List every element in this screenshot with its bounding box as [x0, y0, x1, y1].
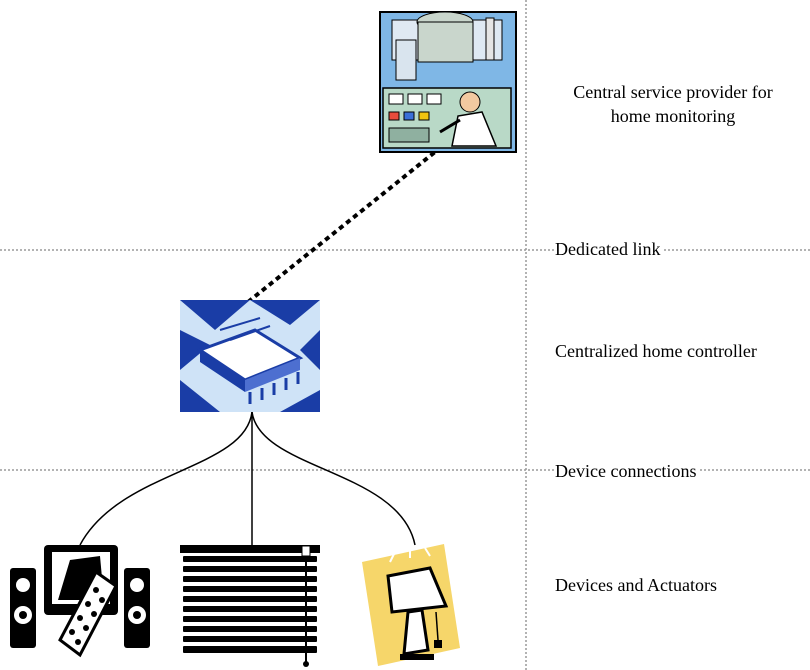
table-lamp-icon [362, 544, 460, 666]
layer-label-controller-text: Centralized home controller [555, 341, 757, 361]
tv-remote-speakers-icon [10, 545, 150, 658]
layer-label-controller: Centralized home controller [555, 339, 757, 363]
layer-label-provider-line1: Central service provider for [573, 82, 773, 102]
layer-label-connections: Device connections [555, 459, 699, 483]
layer-label-link: Dedicated link [555, 237, 663, 261]
wire-entertainment [79, 411, 253, 546]
layer-label-link-text: Dedicated link [555, 239, 663, 259]
layer-label-provider-line2: home monitoring [610, 106, 736, 126]
control-room-operator-icon [379, 11, 517, 153]
window-blinds-icon [180, 545, 320, 667]
layer-label-connections-text: Device connections [555, 461, 699, 481]
layer-label-provider: Central service provider for home monito… [548, 80, 798, 128]
layer-label-devices: Devices and Actuators [555, 573, 717, 597]
circuit-chip-icon [180, 300, 320, 412]
wire-lamp [251, 411, 416, 546]
dedicated-link-line [246, 138, 452, 304]
layer-label-devices-text: Devices and Actuators [555, 575, 717, 595]
